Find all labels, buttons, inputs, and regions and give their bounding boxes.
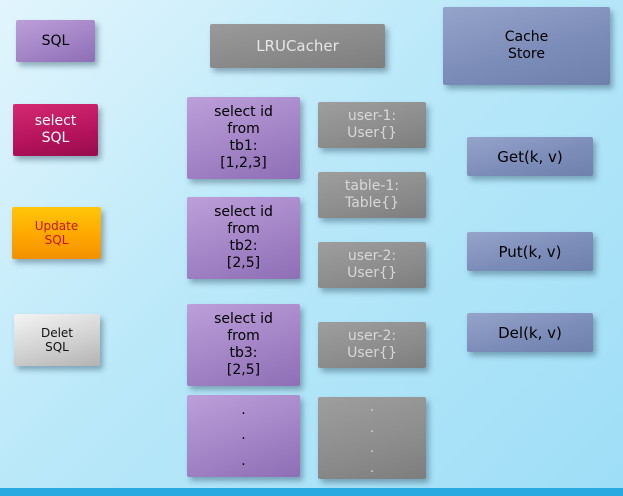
query-tb1-box: select id from tb1: [1,2,3] [187,97,300,179]
select-sql-box: select SQL [13,104,98,156]
cache-store-box: Cache Store [443,7,610,85]
get-operation-box: Get(k, v) [467,137,593,176]
cache-entry-user2b-box: user-2: User{} [318,322,426,368]
cache-entry-user2-box: user-2: User{} [318,242,426,288]
delete-sql-box: Delet SQL [14,314,100,366]
put-operation-box: Put(k, v) [467,232,593,271]
update-sql-box: Update SQL [12,207,101,259]
footer-accent-bar [0,488,623,496]
cache-entry-user1-box: user-1: User{} [318,102,426,148]
cache-entry-table1-box: table-1: Table{} [318,172,426,218]
query-ellipsis-box: . . . [187,395,300,477]
del-operation-box: Del(k, v) [467,313,593,352]
sql-box: SQL [16,20,95,62]
query-tb2-box: select id from tb2: [2,5] [187,197,300,279]
query-tb3-box: select id from tb3: [2,5] [187,304,300,386]
lrucacher-title-box: LRUCacher [210,24,385,68]
cache-entry-ellipsis-box: . . . . [318,397,426,479]
